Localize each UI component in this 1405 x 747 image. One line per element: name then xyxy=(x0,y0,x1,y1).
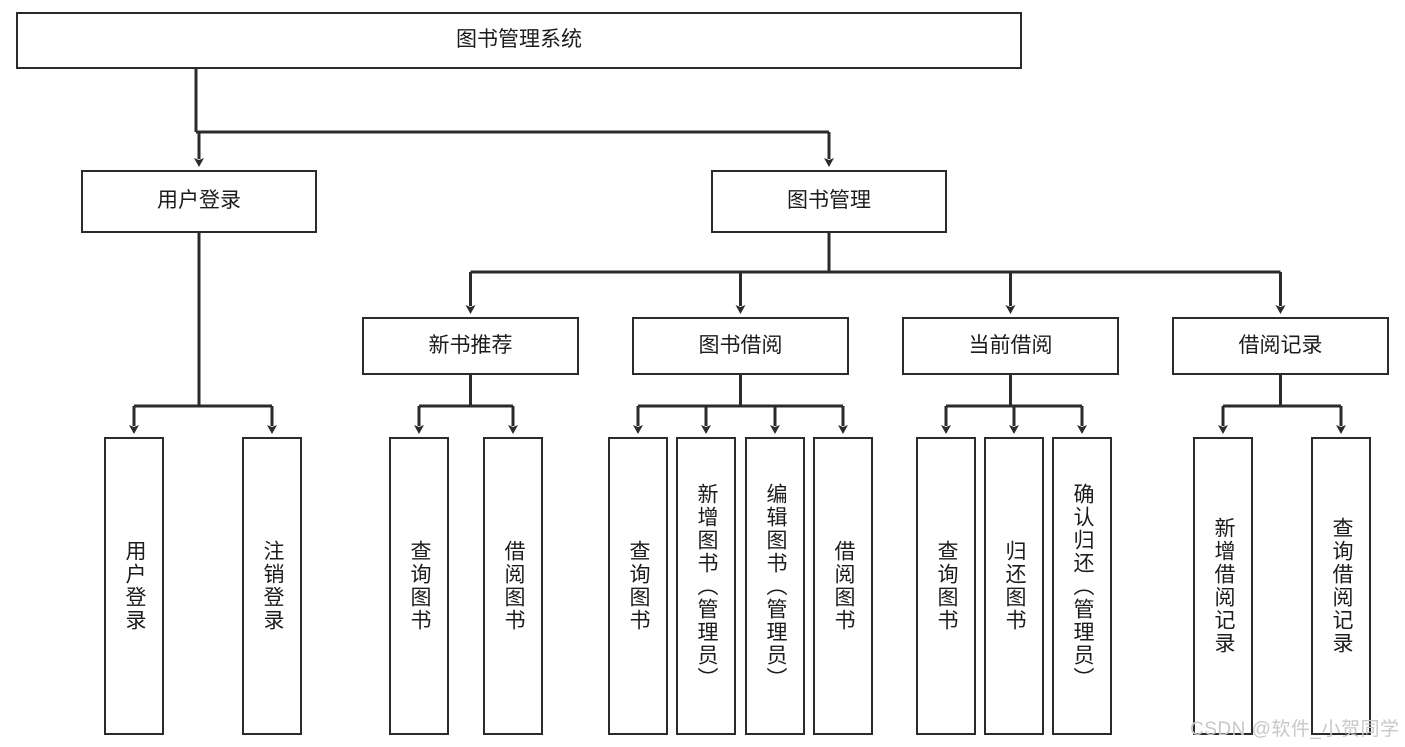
node-current[interactable]: 当前借阅 xyxy=(902,317,1119,375)
node-label: 用户登录 xyxy=(157,189,241,213)
node-label: 注销登录 xyxy=(261,540,285,632)
node-l-cu-return[interactable]: 归还图书 xyxy=(984,437,1044,735)
node-l-logout[interactable]: 注销登录 xyxy=(242,437,302,735)
node-l-bw-edit[interactable]: 编辑图书（管理员） xyxy=(745,437,805,735)
node-label: 查询图书 xyxy=(627,540,651,632)
node-l-rc-query[interactable]: 查询借阅记录 xyxy=(1311,437,1371,735)
node-label: 图书管理 xyxy=(787,189,871,213)
node-l-bw-borrow[interactable]: 借阅图书 xyxy=(813,437,873,735)
node-l-nb-borrow[interactable]: 借阅图书 xyxy=(483,437,543,735)
node-l-cu-query[interactable]: 查询图书 xyxy=(916,437,976,735)
node-label: 借阅记录 xyxy=(1238,333,1323,357)
node-label: 当前借阅 xyxy=(968,333,1053,357)
node-newbook[interactable]: 新书推荐 xyxy=(362,317,579,375)
node-records[interactable]: 借阅记录 xyxy=(1172,317,1389,375)
node-label: 图书管理系统 xyxy=(456,28,582,52)
node-label: 编辑图书（管理员） xyxy=(764,482,788,690)
node-label: 查询借阅记录 xyxy=(1330,517,1354,655)
node-label: 新增借阅记录 xyxy=(1212,517,1236,655)
node-label: 新增图书（管理员） xyxy=(695,482,719,690)
node-borrow[interactable]: 图书借阅 xyxy=(632,317,849,375)
node-l-rc-add[interactable]: 新增借阅记录 xyxy=(1193,437,1253,735)
node-label: 用户登录 xyxy=(123,540,147,632)
node-label: 借阅图书 xyxy=(832,540,856,632)
node-l-bw-query[interactable]: 查询图书 xyxy=(608,437,668,735)
node-bookmgmt[interactable]: 图书管理 xyxy=(711,170,947,233)
node-label: 归还图书 xyxy=(1003,540,1027,632)
node-label: 图书借阅 xyxy=(698,333,783,357)
node-label: 新书推荐 xyxy=(428,333,513,357)
node-root[interactable]: 图书管理系统 xyxy=(16,12,1022,69)
node-label: 确认归还（管理员） xyxy=(1071,482,1095,690)
node-l-cu-confirm[interactable]: 确认归还（管理员） xyxy=(1052,437,1112,735)
node-l-nb-query[interactable]: 查询图书 xyxy=(389,437,449,735)
node-l-login[interactable]: 用户登录 xyxy=(104,437,164,735)
node-label: 查询图书 xyxy=(408,540,432,632)
node-l-bw-add[interactable]: 新增图书（管理员） xyxy=(676,437,736,735)
node-login[interactable]: 用户登录 xyxy=(81,170,317,233)
node-label: 查询图书 xyxy=(935,540,959,632)
node-label: 借阅图书 xyxy=(502,540,526,632)
